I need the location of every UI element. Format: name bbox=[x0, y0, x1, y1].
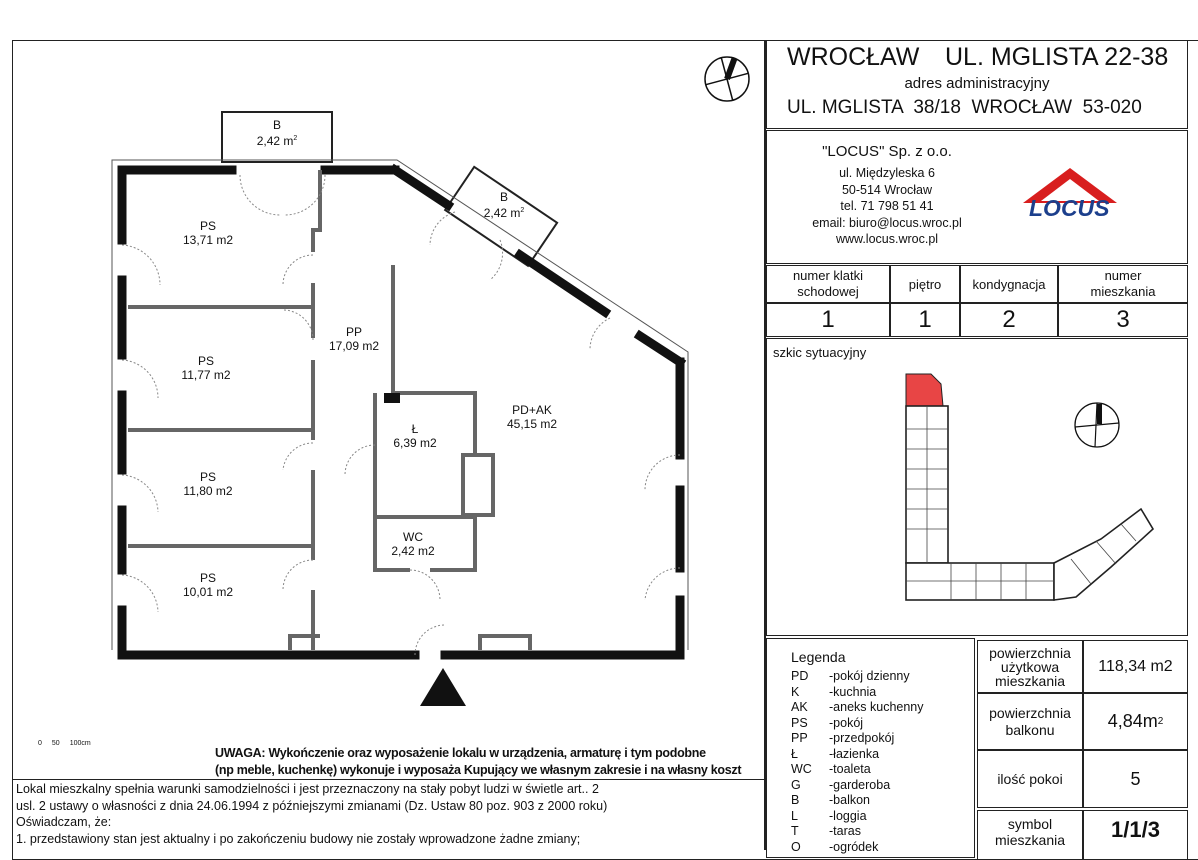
legend-item: WC -toaleta bbox=[791, 762, 974, 778]
legend-item: O -ogródek bbox=[791, 840, 974, 856]
legend-description: -pokój dzienny bbox=[829, 669, 910, 683]
legend-code: O bbox=[791, 839, 801, 854]
legend-code: PS bbox=[791, 715, 808, 730]
city: WROCŁAW bbox=[787, 43, 920, 71]
legend-description: -balkon bbox=[829, 793, 870, 807]
legend-code: T bbox=[791, 824, 799, 838]
legend-item: T -taras bbox=[791, 824, 974, 840]
room-count-value: 5 bbox=[1083, 750, 1188, 808]
admin-label: adres administracyjny bbox=[904, 75, 1050, 92]
legend-description: -łazienka bbox=[829, 746, 880, 761]
interior-walls bbox=[128, 170, 532, 650]
legend-code: B bbox=[791, 793, 800, 807]
legend-code: PD bbox=[791, 669, 809, 683]
legend-code: L bbox=[791, 808, 798, 823]
value-floor: 1 bbox=[890, 303, 960, 337]
legend-description: -kuchnia bbox=[829, 684, 877, 699]
legend-description: -ogródek bbox=[829, 839, 879, 854]
legend-code: G bbox=[791, 777, 801, 792]
value-storey: 2 bbox=[960, 303, 1058, 337]
legend-item: PD -pokój dzienny bbox=[791, 669, 974, 685]
room-count-label: ilość pokoi bbox=[977, 750, 1083, 808]
highlighted-apartment bbox=[905, 373, 944, 407]
legend-description: -pokój bbox=[829, 715, 864, 730]
usable-area-value: 118,34 m2 bbox=[1083, 640, 1188, 693]
header-storey: kondygnacja bbox=[960, 265, 1058, 303]
apartment-symbol-value: 1/1/3 bbox=[1083, 810, 1188, 860]
legend-description: -taras bbox=[829, 824, 861, 838]
legend-title: Legenda bbox=[791, 649, 846, 665]
legend-item: Ł -łazienka bbox=[791, 747, 974, 763]
legend-description: -aneks kuchenny bbox=[829, 700, 924, 714]
compass-icon bbox=[704, 56, 750, 102]
sketch-title: szkic sytuacyjny bbox=[773, 345, 867, 360]
shaft bbox=[384, 393, 400, 403]
sheet-divider bbox=[764, 40, 766, 850]
outer-walls bbox=[117, 163, 687, 660]
legend-item: PS -pokój bbox=[791, 716, 974, 732]
value-apartment-number: 3 bbox=[1058, 303, 1188, 337]
legend-item: G -garderoba bbox=[791, 778, 974, 794]
address-header: WROCŁAW UL. MGLISTA 22-38 adres administ… bbox=[766, 40, 1188, 129]
finishing-notice: UWAGA: Wykończenie oraz wyposażenie loka… bbox=[215, 746, 742, 777]
legend-code: K bbox=[791, 684, 800, 699]
logo-text: LOCUS bbox=[1029, 195, 1110, 221]
door-swings bbox=[121, 174, 681, 656]
company-name: "LOCUS" Sp. z o.o. bbox=[822, 143, 952, 160]
balcony-2 bbox=[443, 165, 559, 268]
legend-item: B -balkon bbox=[791, 793, 974, 809]
usable-area-label: powierzchnia użytkowa mieszkania bbox=[977, 640, 1083, 693]
legend-item: AK -aneks kuchenny bbox=[791, 700, 974, 716]
balcony-area-label: powierzchnia balkonu bbox=[977, 693, 1083, 750]
divider bbox=[12, 779, 764, 780]
entrance-arrow-icon bbox=[420, 668, 466, 706]
legend-description: -garderoba bbox=[829, 777, 891, 792]
site-compass-icon bbox=[1074, 402, 1120, 448]
balcony-1 bbox=[221, 111, 333, 163]
legend-code: AK bbox=[791, 700, 808, 714]
legend-description: -toaleta bbox=[829, 762, 871, 776]
header-apartment-number: numer mieszkania bbox=[1058, 265, 1188, 303]
admin-address: UL. MGLISTA 38/18 WROCŁAW 53-020 bbox=[787, 97, 1142, 118]
header-floor: piętro bbox=[890, 265, 960, 303]
legend-description: -przedpokój bbox=[829, 731, 895, 745]
legend-item: PP -przedpokój bbox=[791, 731, 974, 747]
locus-logo bbox=[1023, 168, 1117, 203]
site-sketch: szkic sytuacyjny bbox=[766, 338, 1188, 636]
legend-code: WC bbox=[791, 762, 812, 776]
legend-item: L -loggia bbox=[791, 809, 974, 825]
legend-code: Ł bbox=[791, 746, 798, 761]
floor-plan bbox=[111, 111, 689, 706]
apartment-symbol-label: symbol mieszkania bbox=[977, 810, 1083, 860]
header-staircase: numer klatki schodowej bbox=[766, 265, 890, 303]
legend-description: -loggia bbox=[829, 808, 867, 823]
street: UL. MGLISTA 22-38 bbox=[945, 43, 1169, 71]
statement-text: Lokal mieszkalny spełnia warunki samodzi… bbox=[16, 782, 608, 846]
site-plan-drawing bbox=[905, 373, 1155, 601]
value-staircase: 1 bbox=[766, 303, 890, 337]
insulation-line bbox=[111, 159, 689, 650]
legend-code: PP bbox=[791, 731, 808, 745]
legend-item: K -kuchnia bbox=[791, 685, 974, 701]
